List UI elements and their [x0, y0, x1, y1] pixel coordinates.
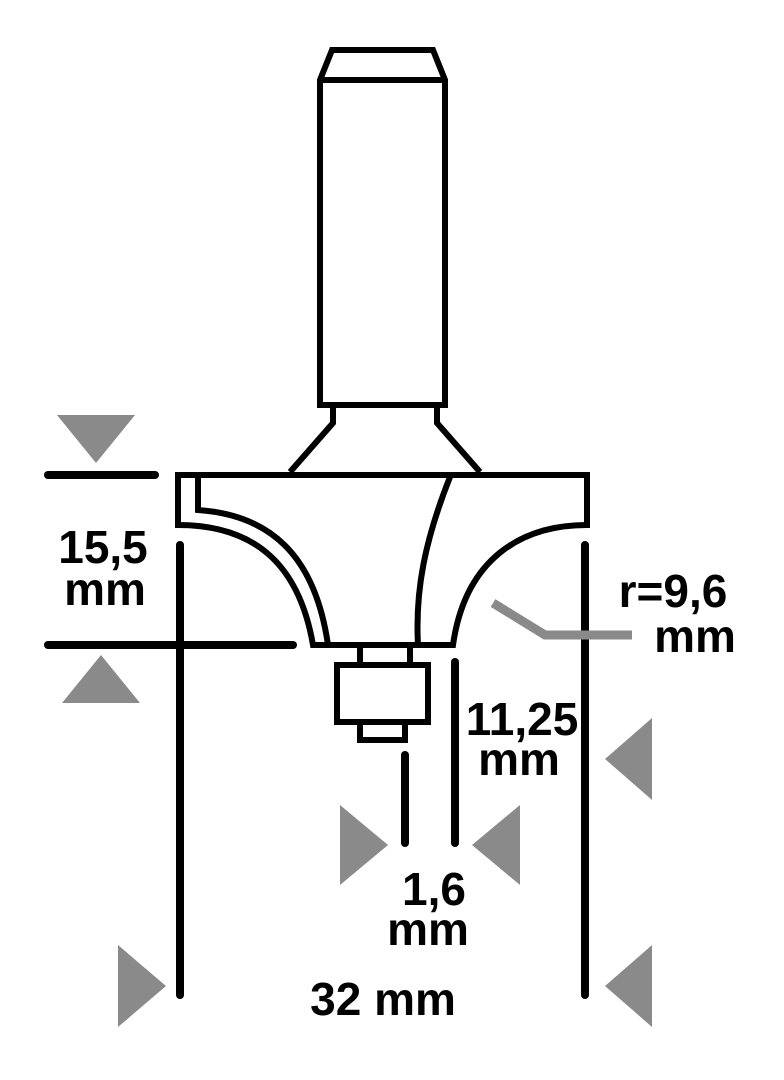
arrow-left-icon — [605, 718, 652, 800]
neck — [287, 405, 483, 474]
dimension-lines — [44, 471, 632, 999]
labels: 15,5 mm r=9,6 mm 11,25 mm 1,6 mm 32 mm — [58, 521, 736, 1025]
cut-depth-value: 11,25 — [466, 693, 579, 745]
bearing-offset-unit: mm — [387, 903, 469, 955]
bearing-offset-value: 1,6 — [402, 863, 466, 915]
arrow-up-icon — [62, 655, 140, 703]
cutter-edge — [195, 477, 331, 646]
cutter-head — [175, 472, 590, 648]
cutter-flute — [414, 475, 453, 646]
arrow-left-icon — [472, 805, 520, 885]
diameter-label: 32 mm — [310, 973, 456, 1025]
radius-leader — [490, 599, 632, 640]
arrow-right-icon — [118, 945, 166, 1027]
arrow-markers — [57, 415, 652, 1027]
height-value: 15,5 — [58, 521, 148, 573]
bearing — [334, 645, 431, 743]
radius-unit: mm — [654, 610, 736, 662]
arrow-left-icon — [605, 945, 652, 1027]
height-unit: mm — [64, 563, 146, 615]
arrow-down-icon — [57, 415, 135, 463]
radius-value: r=9,6 — [619, 565, 728, 617]
arrow-right-icon — [340, 805, 388, 885]
router-bit — [175, 47, 590, 743]
shank — [317, 47, 448, 408]
cut-depth-unit: mm — [478, 733, 560, 785]
